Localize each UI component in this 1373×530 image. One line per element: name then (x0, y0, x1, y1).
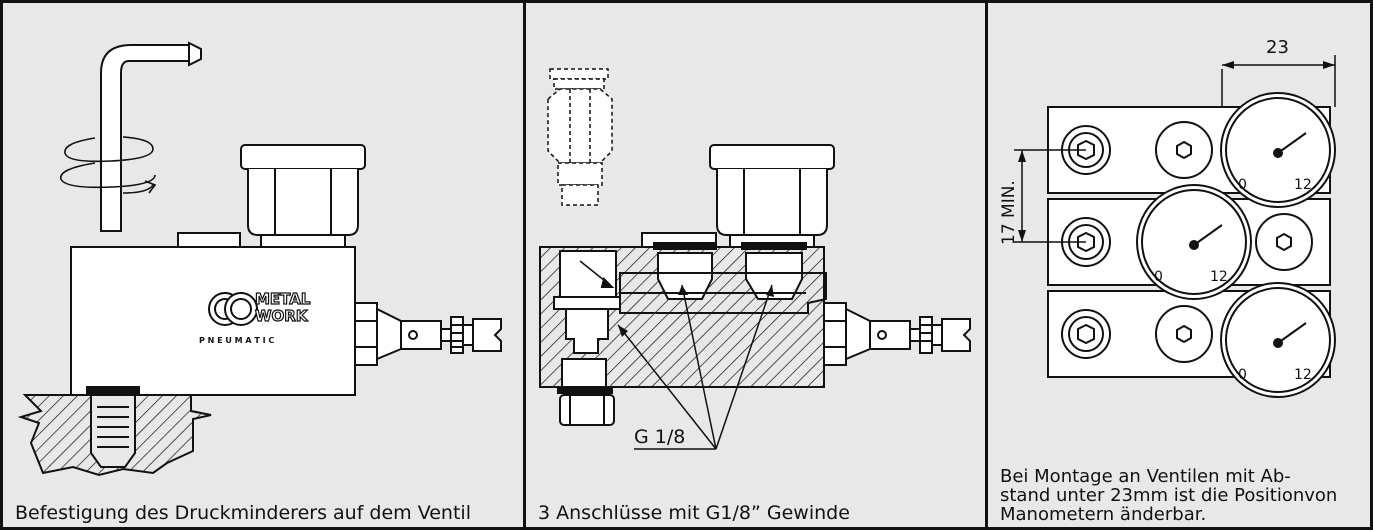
ports-drawing: G 1/8 (539, 68, 971, 450)
regulator-body (70, 246, 356, 396)
pressure-gauge-1 (1220, 92, 1336, 208)
gauge-layout-drawing: 23 17 MIN. 0 12 0 12 0 12 (999, 37, 1336, 398)
logo-text-metal: METAL (255, 290, 311, 308)
caption-mounting: Befestigung des Druckminderers auf dem V… (15, 502, 471, 524)
regulator-knob (240, 144, 366, 248)
dimension-width (1221, 55, 1336, 107)
dimension-spacing (1014, 149, 1086, 243)
panel-mounting: METAL WORK P N E U M A T I C Befestigung… (3, 3, 526, 527)
caption-ports: 3 Anschlüsse mit G1/8” Gewinde (538, 502, 850, 524)
hex-key-icon (100, 44, 190, 232)
pressure-gauge-3 (1220, 282, 1336, 398)
port-plugs (1155, 121, 1313, 363)
logo-text-pneumatic: P N E U M A T I C (199, 336, 274, 345)
gauge-1-max-label: 12 (1294, 177, 1312, 193)
gauge-1-min-label: 0 (1238, 177, 1247, 193)
side-fitting (823, 302, 971, 366)
gauge-2-max-label: 12 (1210, 269, 1228, 285)
dimension-spacing-label: 17 MIN. (999, 180, 1019, 245)
gauge-3-max-label: 12 (1294, 367, 1312, 383)
logo-text-work: WORK (255, 307, 309, 325)
regulator-knob (709, 144, 835, 248)
side-fitting (354, 302, 502, 366)
gauge-2-min-label: 0 (1154, 269, 1163, 285)
bottom-fitting (559, 394, 615, 426)
thread-label: G 1/8 (634, 426, 685, 448)
gauge-3-min-label: 0 (1238, 367, 1247, 383)
dimension-width-label: 23 (1266, 37, 1289, 58)
mounting-drawing: METAL WORK P N E U M A T I C (17, 41, 502, 477)
thread-leader-lines (617, 284, 773, 450)
push-in-fitting-dashed (547, 68, 613, 206)
valve-base-section (17, 386, 212, 477)
caption-gauge-positions: Bei Montage an Ventilen mit Ab- stand un… (1000, 466, 1338, 525)
rotation-arrow-icon (60, 136, 157, 194)
pressure-gauge-2 (1136, 184, 1252, 300)
metalwork-logo (208, 292, 258, 326)
panel-gauge-positions: 23 17 MIN. 0 12 0 12 0 12 Bei Montage an… (988, 3, 1370, 527)
panel-ports: G 1/8 3 Anschlüsse mit G1/8” Gewinde (526, 3, 988, 527)
port-cavities (553, 250, 827, 388)
